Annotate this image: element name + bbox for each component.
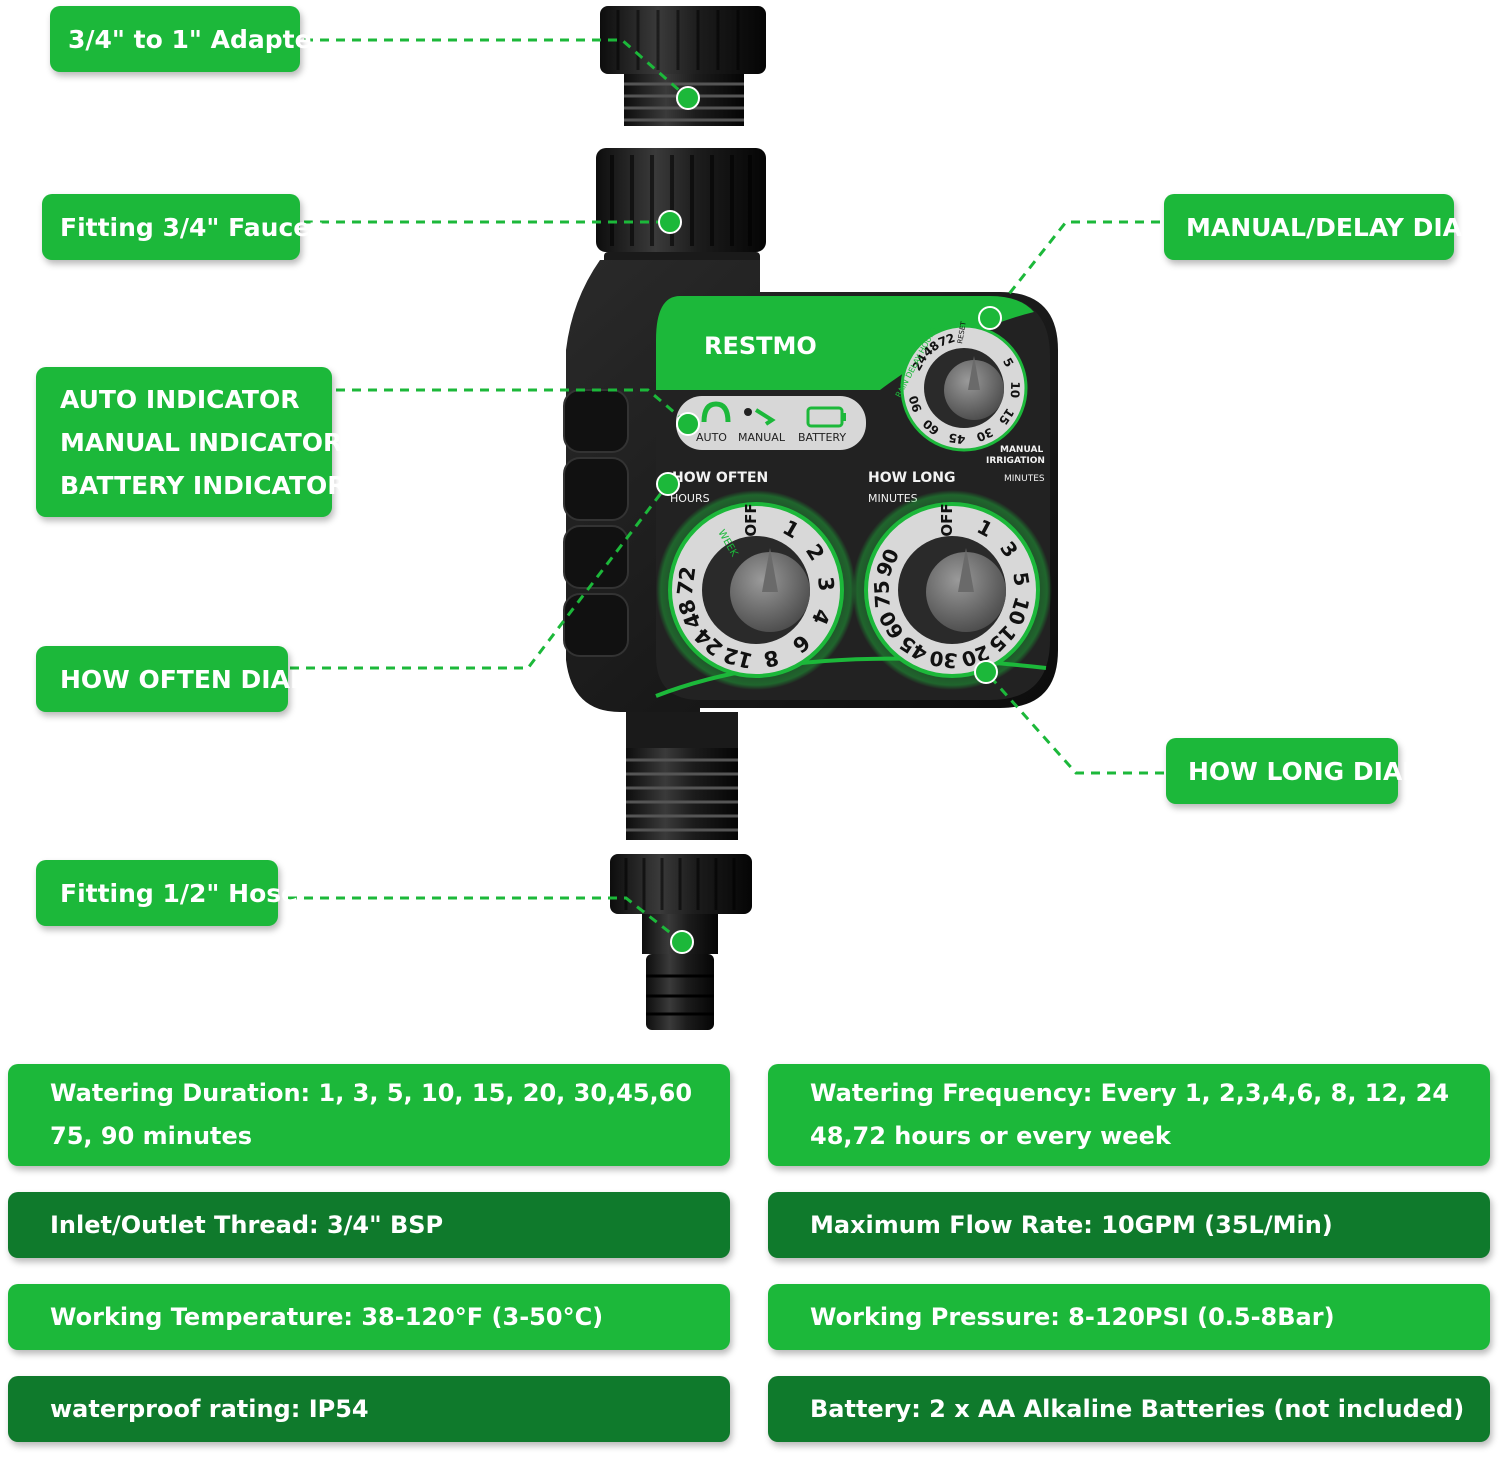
spec-temperature-text: Working Temperature: 38-120°F (3-50°C): [50, 1303, 604, 1331]
spec-working-temperature: Working Temperature: 38-120°F (3-50°C): [8, 1284, 730, 1350]
how-often-title: HOW OFTEN: [672, 470, 768, 486]
spec-watering-duration-line-2: 75, 90 minutes: [50, 1122, 253, 1150]
callout-battery-indicator: BATTERY INDICATOR: [60, 470, 347, 500]
callout-faucet: Fitting 3/4" Faucet: [42, 194, 322, 260]
how-long-tick-2: 5: [1008, 570, 1034, 588]
battery-label: BATTERY: [798, 431, 846, 444]
callout-indicators: AUTO INDICATOR MANUAL INDICATOR BATTERY …: [36, 367, 347, 517]
callout-manual-delay-text: MANUAL/DELAY DIAL: [1186, 212, 1478, 242]
brand-logo: RESTMO: [704, 332, 817, 360]
callout-how-often-dial: HOW OFTEN DIAL: [36, 646, 306, 712]
manual-unit: MINUTES: [1004, 474, 1045, 484]
how-often-off: OFF: [742, 503, 760, 536]
spec-waterproof-text: waterproof rating: IP54: [50, 1395, 369, 1423]
faucet-coupling: [596, 148, 766, 274]
callout-manual-delay-dial: MANUAL/DELAY DIAL: [1164, 194, 1478, 260]
how-often-tick-9: 72: [673, 565, 701, 597]
how-often-unit: HOURS: [670, 492, 710, 505]
timer-diagram: RESTMO AUTO MANUAL BATTERY HOW OFTEN HOU…: [288, 6, 1164, 1030]
how-often-tick-5: 8: [761, 645, 780, 672]
how-long-tick-6: 30: [928, 646, 959, 673]
callout-adapter: 3/4" to 1" Adapter: [50, 6, 324, 72]
spec-thread: Inlet/Outlet Thread: 3/4" BSP: [8, 1192, 730, 1258]
spec-watering-frequency-line-2: 48,72 hours or every week: [810, 1122, 1171, 1150]
manual-tick-6: 90: [906, 394, 924, 414]
auto-icon: [701, 401, 731, 423]
manual-tick-4: 45: [948, 430, 966, 446]
how-long-tick-9: 75: [869, 580, 895, 609]
reset-label: RESET: [956, 320, 968, 344]
spec-battery: Battery: 2 x AA Alkaline Batteries (not …: [768, 1376, 1490, 1442]
callout-how-often-text: HOW OFTEN DIAL: [60, 664, 306, 694]
callout-how-long-dial: HOW LONG DIAL: [1166, 738, 1418, 804]
indicator-panel: AUTO MANUAL BATTERY: [676, 396, 866, 450]
spec-watering-duration: Watering Duration: 1, 3, 5, 10, 15, 20, …: [8, 1064, 730, 1166]
anchor-dots: [656, 86, 1002, 954]
how-long-off: OFF: [938, 503, 956, 536]
spec-watering-frequency-line-1: Watering Frequency: Every 1, 2,3,4,6, 8,…: [810, 1079, 1450, 1107]
callout-hose-text: Fitting 1/2" Hose: [60, 878, 299, 908]
spec-watering-frequency: Watering Frequency: Every 1, 2,3,4,6, 8,…: [768, 1064, 1490, 1166]
auto-label: AUTO: [696, 431, 727, 444]
spec-working-pressure: Working Pressure: 8-120PSI (0.5-8Bar): [768, 1284, 1490, 1350]
callout-hose: Fitting 1/2" Hose: [36, 860, 298, 926]
spec-pressure-text: Working Pressure: 8-120PSI (0.5-8Bar): [810, 1303, 1335, 1331]
spec-battery-text: Battery: 2 x AA Alkaline Batteries (not …: [810, 1395, 1465, 1423]
outlet-thread: [626, 712, 738, 840]
callout-auto-indicator: AUTO INDICATOR: [60, 384, 300, 414]
spec-thread-text: Inlet/Outlet Thread: 3/4" BSP: [50, 1211, 444, 1239]
how-long-title: HOW LONG: [868, 470, 955, 486]
hand-icon: [744, 408, 752, 416]
leader-lines: [288, 38, 1164, 944]
callout-how-long-text: HOW LONG DIAL: [1188, 756, 1419, 786]
manual-irrigation-2: IRRIGATION: [986, 456, 1045, 466]
callout-adapter-text: 3/4" to 1" Adapter: [68, 24, 324, 54]
spec-flow-rate-text: Maximum Flow Rate: 10GPM (35L/Min): [810, 1211, 1333, 1239]
callout-faucet-text: Fitting 3/4" Faucet: [60, 212, 323, 242]
manual-label: MANUAL: [738, 431, 786, 444]
spec-watering-duration-line-1: Watering Duration: 1, 3, 5, 10, 15, 20, …: [50, 1079, 693, 1107]
spec-waterproof-rating: waterproof rating: IP54: [8, 1376, 730, 1442]
spec-flow-rate: Maximum Flow Rate: 10GPM (35L/Min): [768, 1192, 1490, 1258]
delay-tick-2: 72: [936, 331, 956, 350]
callout-manual-indicator: MANUAL INDICATOR: [60, 427, 343, 457]
manual-tick-1: 10: [1008, 381, 1023, 398]
how-often-tick-2: 3: [813, 576, 838, 593]
manual-irrigation-1: MANUAL: [1000, 445, 1043, 455]
manual-tick-3: 30: [974, 425, 995, 445]
